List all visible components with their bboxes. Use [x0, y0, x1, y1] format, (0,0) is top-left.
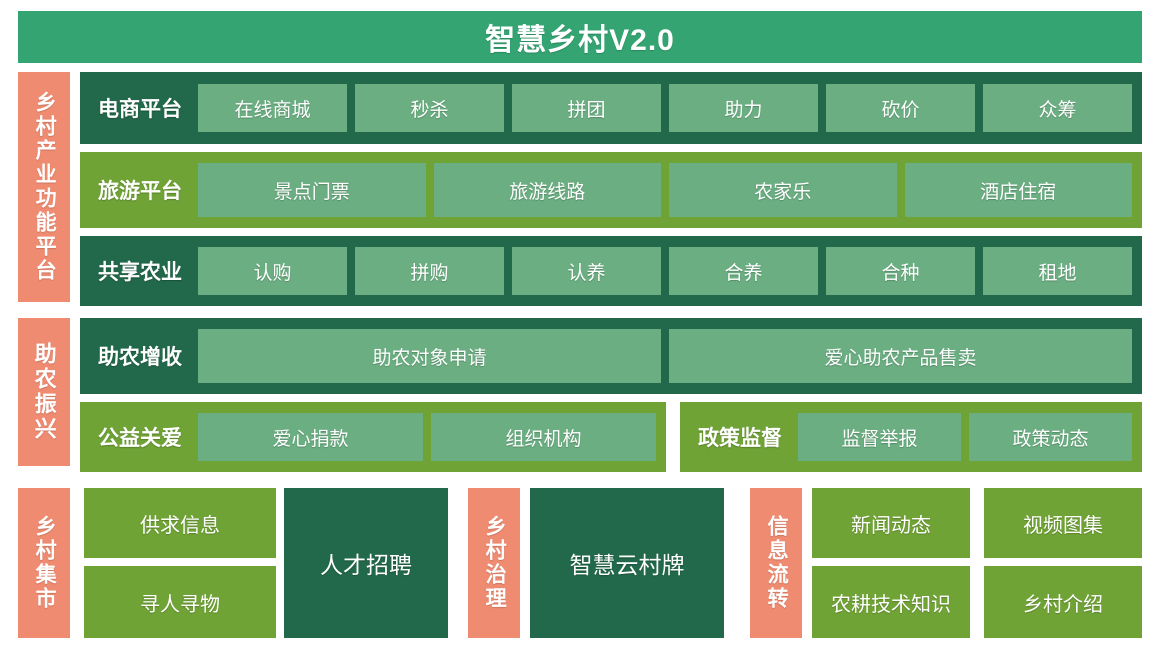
- sidebar-item-rural-industry-platform[interactable]: 乡村产业功能平台: [18, 72, 70, 302]
- tile-supply-demand-info[interactable]: 供求信息: [84, 488, 276, 558]
- tile-group-buy[interactable]: 拼团: [512, 84, 661, 132]
- sidebar-label-village-governance: 乡村治理: [483, 515, 507, 611]
- tile-charity-donation[interactable]: 爱心捐款: [198, 413, 423, 461]
- sidebar-item-farmer-revitalization[interactable]: 助农振兴: [18, 318, 70, 466]
- sidebar-item-village-market[interactable]: 乡村集市: [18, 488, 70, 638]
- tile-assistance-application[interactable]: 助农对象申请: [198, 329, 661, 383]
- tile-co-plant[interactable]: 合种: [826, 247, 975, 295]
- tile-report-supervision[interactable]: 监督举报: [798, 413, 961, 461]
- sidebar-label-rural-industry-platform: 乡村产业功能平台: [33, 91, 57, 283]
- row-label-policy-supervision: 政策监督: [698, 427, 782, 450]
- tile-crowdfunding[interactable]: 众筹: [983, 84, 1132, 132]
- tile-label-smart-cloud-village-sign: 智慧云村牌: [569, 552, 685, 578]
- tile-flash-sale[interactable]: 秒杀: [355, 84, 504, 132]
- page-header: 智慧乡村V2.0: [18, 11, 1142, 63]
- tile-group-tourism: 景点门票 旅游线路 农家乐 酒店住宿: [198, 152, 1132, 228]
- tile-online-mall[interactable]: 在线商城: [198, 84, 347, 132]
- tile-group-farmer-income: 助农对象申请 爱心助农产品售卖: [198, 318, 1132, 394]
- tile-video-gallery[interactable]: 视频图集: [984, 488, 1142, 558]
- row-shared-agriculture: 共享农业 认购 拼购 认养 合养 合种 租地: [80, 236, 1142, 306]
- row-label-shared-agriculture: 共享农业: [98, 261, 182, 284]
- page-title: 智慧乡村V2.0: [485, 24, 675, 57]
- tile-organizations[interactable]: 组织机构: [431, 413, 656, 461]
- row-label-ecommerce-platform: 电商平台: [98, 98, 182, 121]
- tile-label-video-gallery: 视频图集: [1023, 514, 1103, 537]
- row-farmer-income: 助农增收 助农对象申请 爱心助农产品售卖: [80, 318, 1142, 394]
- tile-label-supply-demand-info: 供求信息: [140, 514, 220, 537]
- tile-smart-cloud-village-sign[interactable]: 智慧云村牌: [530, 488, 724, 638]
- tile-hotel-lodging[interactable]: 酒店住宿: [904, 163, 1132, 217]
- tile-talent-recruitment[interactable]: 人才招聘: [284, 488, 448, 638]
- row-public-welfare: 公益关爱 爱心捐款 组织机构: [80, 402, 666, 472]
- row-label-farmer-income: 助农增收: [98, 346, 182, 369]
- tile-farm-stay[interactable]: 农家乐: [669, 163, 897, 217]
- tile-farming-tech-knowledge[interactable]: 农耕技术知识: [812, 566, 970, 638]
- row-policy-supervision: 政策监督 监督举报 政策动态: [680, 402, 1142, 472]
- tile-tour-routes[interactable]: 旅游线路: [433, 163, 661, 217]
- tile-group-policy-supervision: 监督举报 政策动态: [798, 402, 1132, 472]
- tile-group-public-welfare: 爱心捐款 组织机构: [198, 402, 656, 472]
- sidebar-item-village-governance[interactable]: 乡村治理: [468, 488, 520, 638]
- tile-village-introduction[interactable]: 乡村介绍: [984, 566, 1142, 638]
- tile-label-village-introduction: 乡村介绍: [1023, 593, 1103, 616]
- tile-group-ecommerce: 在线商城 秒杀 拼团 助力 砍价 众筹: [198, 72, 1132, 144]
- tile-label-farming-tech-knowledge: 农耕技术知识: [831, 593, 951, 616]
- sidebar-label-village-market: 乡村集市: [33, 515, 57, 611]
- tile-news-updates[interactable]: 新闻动态: [812, 488, 970, 558]
- tile-policy-updates[interactable]: 政策动态: [969, 413, 1132, 461]
- sidebar-label-farmer-revitalization: 助农振兴: [31, 342, 57, 442]
- tile-attraction-tickets[interactable]: 景点门票: [198, 163, 426, 217]
- tile-charity-product-sales[interactable]: 爱心助农产品售卖: [669, 329, 1132, 383]
- tile-label-talent-recruitment: 人才招聘: [320, 552, 412, 578]
- tile-find-person-item[interactable]: 寻人寻物: [84, 566, 276, 638]
- tile-subscribe-purchase[interactable]: 认购: [198, 247, 347, 295]
- tile-boost[interactable]: 助力: [669, 84, 818, 132]
- tile-co-raise[interactable]: 合养: [669, 247, 818, 295]
- sidebar-label-information-flow: 信息流转: [765, 515, 789, 611]
- row-label-tourism-platform: 旅游平台: [98, 180, 182, 203]
- tile-group-shared-agriculture: 认购 拼购 认养 合养 合种 租地: [198, 236, 1132, 306]
- tile-joint-purchase[interactable]: 拼购: [355, 247, 504, 295]
- row-ecommerce-platform: 电商平台 在线商城 秒杀 拼团 助力 砍价 众筹: [80, 72, 1142, 144]
- tile-land-rent[interactable]: 租地: [983, 247, 1132, 295]
- tile-adopt-raise[interactable]: 认养: [512, 247, 661, 295]
- tile-label-find-person-item: 寻人寻物: [140, 593, 220, 616]
- row-label-public-welfare: 公益关爱: [98, 427, 182, 450]
- sidebar-item-information-flow[interactable]: 信息流转: [750, 488, 802, 638]
- tile-label-news-updates: 新闻动态: [851, 514, 931, 537]
- tile-bargain[interactable]: 砍价: [826, 84, 975, 132]
- row-tourism-platform: 旅游平台 景点门票 旅游线路 农家乐 酒店住宿: [80, 152, 1142, 228]
